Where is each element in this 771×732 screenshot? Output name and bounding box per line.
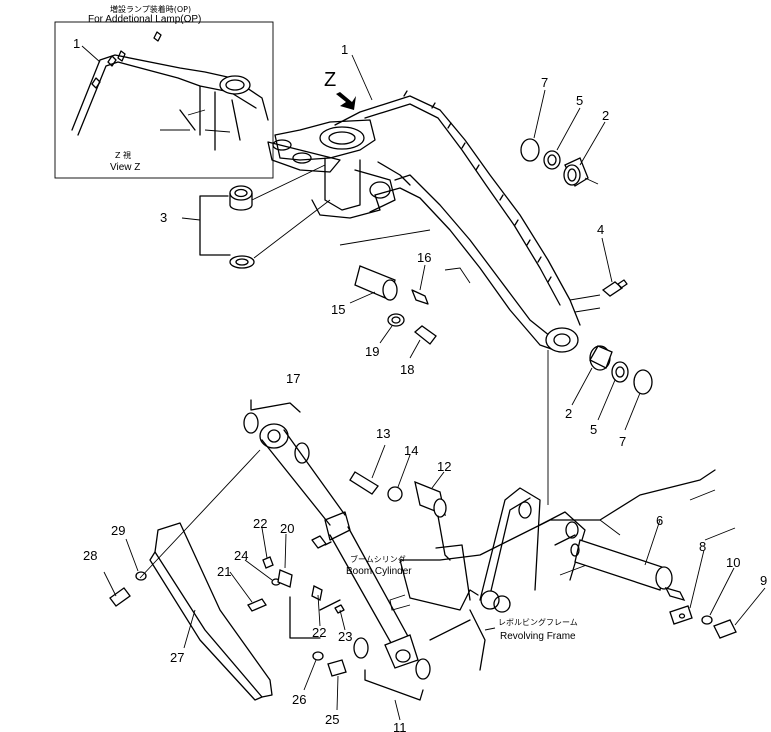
part-10-washer (701, 615, 713, 625)
callout-14: 14 (404, 443, 418, 458)
part-7-top-washer (520, 138, 540, 162)
part-2-top-bushing (563, 164, 581, 186)
boom-foot-boss (274, 119, 376, 161)
part-9-bolt (713, 619, 737, 639)
view-z-letter: Z (324, 69, 336, 91)
part-29-washer (135, 571, 147, 581)
callout-8: 8 (699, 539, 706, 554)
callout-1: 1 (341, 42, 348, 57)
boom-cylinder-label-jp: ブームシリンダ (350, 554, 406, 564)
part-19-washer (387, 313, 405, 327)
part-13-bolt (349, 471, 379, 495)
callout-7-lower: 7 (619, 434, 626, 449)
callout-28: 28 (83, 548, 97, 563)
inset-view-jp: Z 視 (115, 151, 131, 160)
inset-boom-boss (219, 75, 251, 95)
part-3-bushings (199, 164, 331, 269)
callout-29: 29 (111, 523, 125, 538)
callout-27: 27 (170, 650, 184, 665)
part-lower-right-bushings (589, 345, 653, 395)
inset-frame (54, 21, 274, 179)
callout-22-lower: 22 (312, 625, 326, 640)
inset-title-jp: 増設ランプ装着時(OP) (110, 4, 191, 14)
callout-12: 12 (437, 459, 451, 474)
callout-9: 9 (760, 573, 767, 588)
boom-tip-boss (545, 327, 579, 353)
part-28-bolt (109, 587, 131, 607)
part-5-top-ring (543, 150, 561, 170)
part-26-washer (312, 651, 324, 661)
part-6-pin (574, 539, 666, 591)
callout-numbers: 1 7 5 2 3 4 16 15 19 18 2 5 7 17 13 14 1… (83, 42, 767, 732)
leader-lines (103, 54, 766, 721)
callout-24: 24 (234, 548, 248, 563)
callout-13: 13 (376, 426, 390, 441)
revolving-frame (389, 469, 716, 671)
callout-3: 3 (160, 210, 167, 225)
part-14-washer (387, 486, 403, 502)
callout-7-top: 7 (541, 75, 548, 90)
boom-top-edge (334, 95, 581, 326)
inset-title-en: For Addetional Lamp(OP) (88, 14, 201, 25)
part-25-bolt (327, 659, 347, 677)
callout-2-lower: 2 (565, 406, 572, 421)
callout-19: 19 (365, 344, 379, 359)
callout-15: 15 (331, 302, 345, 317)
callout-20: 20 (280, 521, 294, 536)
callout-18: 18 (400, 362, 414, 377)
callout-16: 16 (417, 250, 431, 265)
callout-10: 10 (726, 555, 740, 570)
callout-6: 6 (656, 513, 663, 528)
callout-17: 17 (286, 371, 300, 386)
callout-5-top: 5 (576, 93, 583, 108)
callout-21: 21 (217, 564, 231, 579)
boom (267, 90, 581, 505)
boom-cylinder-label-en: Boom Cylinder (346, 566, 412, 577)
part-15-pin-group (354, 265, 437, 345)
callout-23: 23 (338, 629, 352, 644)
inset-callout-1: 1 (73, 36, 80, 51)
inset-view-en: View Z (110, 162, 140, 173)
inset-boom-top (71, 54, 269, 131)
part-4-grease-fitting (601, 281, 624, 297)
callout-2-top: 2 (602, 108, 609, 123)
revolving-frame-label-jp: レボルビングフレーム (498, 617, 578, 627)
view-z-arrow (336, 92, 356, 110)
part-top-right-bushings (520, 138, 599, 187)
revolving-frame-label-en: Revolving Frame (500, 631, 576, 642)
boom-bottom-edge (394, 174, 556, 341)
callout-26: 26 (292, 692, 306, 707)
part-18-bolt (413, 325, 437, 345)
callout-22-top: 22 (253, 516, 267, 531)
inset-view-z: 増設ランプ装着時(OP) For Addetional Lamp(OP) 1 Z… (54, 4, 274, 179)
part-16-bolt (411, 289, 429, 305)
callout-11: 11 (393, 720, 407, 732)
part-27-cover (154, 522, 273, 698)
boom-cylinder (243, 399, 431, 701)
callout-4: 4 (597, 222, 604, 237)
part-8-plate (669, 605, 693, 625)
callout-5-lower: 5 (590, 422, 597, 437)
callout-25: 25 (325, 712, 339, 727)
part-clamp-group (247, 535, 345, 639)
